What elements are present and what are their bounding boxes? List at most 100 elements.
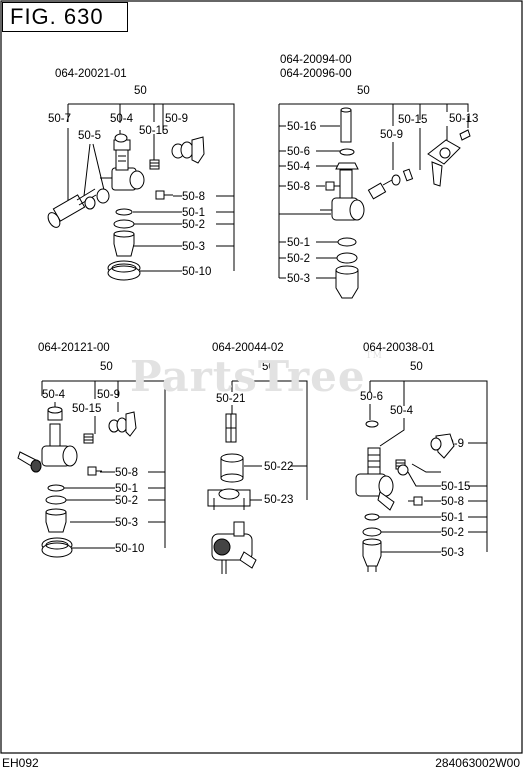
cup-part [45, 508, 67, 533]
assembly-part-number: 064-20094-00 [280, 54, 352, 66]
lever-part [171, 136, 205, 164]
callout-50-9: 50-9 [97, 389, 120, 401]
lever-part [108, 411, 137, 437]
nut-part [47, 406, 63, 421]
callout-50-2: 50-2 [287, 253, 310, 265]
spring-part [83, 433, 94, 444]
fuel-cock-body-part [100, 139, 145, 191]
callout-50-15: 50-15 [139, 125, 168, 137]
parent-ref-label: 50 [262, 361, 275, 373]
callout-50-3: 50-3 [287, 273, 310, 285]
callout-50-4: 50-4 [287, 161, 311, 173]
callout-50-13: 50-13 [449, 113, 478, 125]
callout-50-22: 50-22 [264, 461, 293, 473]
callout-50-3: 50-3 [441, 547, 464, 559]
sleeve-part [220, 453, 244, 483]
assembly-064-20021-01: 064-20021-01 50 50-7 50-5 50-4 50-15 50-… [47, 68, 235, 281]
callout-50-7: 50-7 [48, 113, 71, 125]
washer-part [84, 196, 96, 210]
callout-50-1: 50-1 [287, 237, 310, 249]
fuel-cock-body-part [211, 521, 257, 574]
footer-left-code: EH092 [2, 756, 39, 770]
needle-part [225, 413, 237, 443]
assembly-064-20038-01: 064-20038-01 50 50-6 50-4 50-9 50-15 50-… [355, 342, 488, 572]
callout-50-8: 50-8 [115, 467, 138, 479]
fuel-cock-body-part [320, 169, 365, 221]
fuel-cock-body-part [355, 447, 395, 511]
callout-50-2: 50-2 [115, 495, 138, 507]
screw-part [155, 190, 173, 200]
callout-50-8: 50-8 [182, 191, 205, 203]
screw-part [408, 496, 423, 506]
callout-50-6: 50-6 [287, 146, 310, 158]
callout-50-1: 50-1 [182, 207, 205, 219]
callout-50-2: 50-2 [182, 219, 205, 231]
parent-ref-label: 50 [410, 361, 423, 373]
assembly-part-number: 064-20038-01 [363, 342, 435, 354]
parts-tree-watermark: PartsTreeTM [130, 351, 383, 401]
o-ring-part [47, 484, 65, 492]
callout-50-8: 50-8 [441, 496, 464, 508]
callout-50-4: 50-4 [42, 389, 66, 401]
gasket-part [362, 527, 382, 537]
clip-part [459, 129, 471, 141]
parent-ref-label: 50 [134, 85, 147, 97]
callout-50-23: 50-23 [264, 494, 293, 506]
callout-50-3: 50-3 [182, 241, 205, 253]
callout-50-3: 50-3 [115, 517, 138, 529]
o-ring-part [115, 208, 133, 216]
parent-ref-label: 50 [100, 361, 113, 373]
gasket-part [336, 252, 358, 264]
callout-50-1: 50-1 [441, 512, 464, 524]
nut-part [335, 162, 359, 170]
cup-part [362, 538, 382, 572]
assembly-064-20094-00: 064-20094-00 064-20096-00 50 50-16 50-6 … [278, 54, 478, 299]
spring-part [402, 168, 414, 182]
bolt-part [47, 188, 97, 228]
callout-50-15: 50-15 [441, 481, 470, 493]
parent-ref-label: 50 [357, 85, 370, 97]
footer-right-code: 284063002W00 [435, 756, 520, 770]
fuel-cock-body-part [17, 423, 78, 473]
cup-part [113, 230, 135, 257]
screw-part [87, 466, 102, 476]
o-ring-part [337, 237, 357, 247]
nut-part [114, 133, 128, 143]
assembly-part-number: 064-20121-00 [38, 342, 110, 354]
ring-part [107, 260, 141, 281]
callout-50-5: 50-5 [78, 130, 101, 142]
assembly-part-number-alt: 064-20096-00 [280, 68, 352, 80]
spring-part [149, 159, 160, 170]
knob-part [367, 179, 393, 200]
assembly-064-20044-02: 064-20044-02 50 50-21 50-22 50-23 [207, 342, 308, 574]
callout-50-4: 50-4 [390, 405, 414, 417]
o-ring-part [364, 513, 380, 521]
callout-50-9: 50-9 [380, 129, 403, 141]
callout-50-10: 50-10 [182, 266, 211, 278]
assembly-part-number: 064-20021-01 [55, 68, 127, 80]
callout-50-15: 50-15 [72, 403, 101, 415]
washer-part [96, 188, 110, 204]
washer-part [339, 148, 355, 156]
callout-50-9: 50-9 [165, 113, 188, 125]
callout-50-15: 50-15 [398, 114, 427, 126]
lever-part [427, 139, 461, 187]
o-ring-part [391, 174, 401, 186]
cup-part [335, 265, 359, 299]
lever-part [397, 433, 455, 476]
callout-50-16: 50-16 [287, 121, 316, 133]
tube-part [340, 107, 352, 143]
callout-50-10: 50-10 [115, 543, 144, 555]
ring-part [41, 537, 73, 558]
callout-50-6: 50-6 [360, 391, 383, 403]
callout-50-8: 50-8 [287, 181, 310, 193]
figure-title: FIG. 630 [2, 2, 128, 32]
washer-part [365, 420, 379, 428]
assembly-064-20121-00: 064-20121-00 50 50-4 50-15 50-9 50-8 50-… [17, 342, 166, 558]
clamp-part [207, 488, 251, 510]
assembly-part-number: 064-20044-02 [212, 342, 284, 354]
callout-50-2: 50-2 [441, 527, 464, 539]
callout-50-21: 50-21 [216, 393, 245, 405]
gasket-part [113, 219, 135, 229]
